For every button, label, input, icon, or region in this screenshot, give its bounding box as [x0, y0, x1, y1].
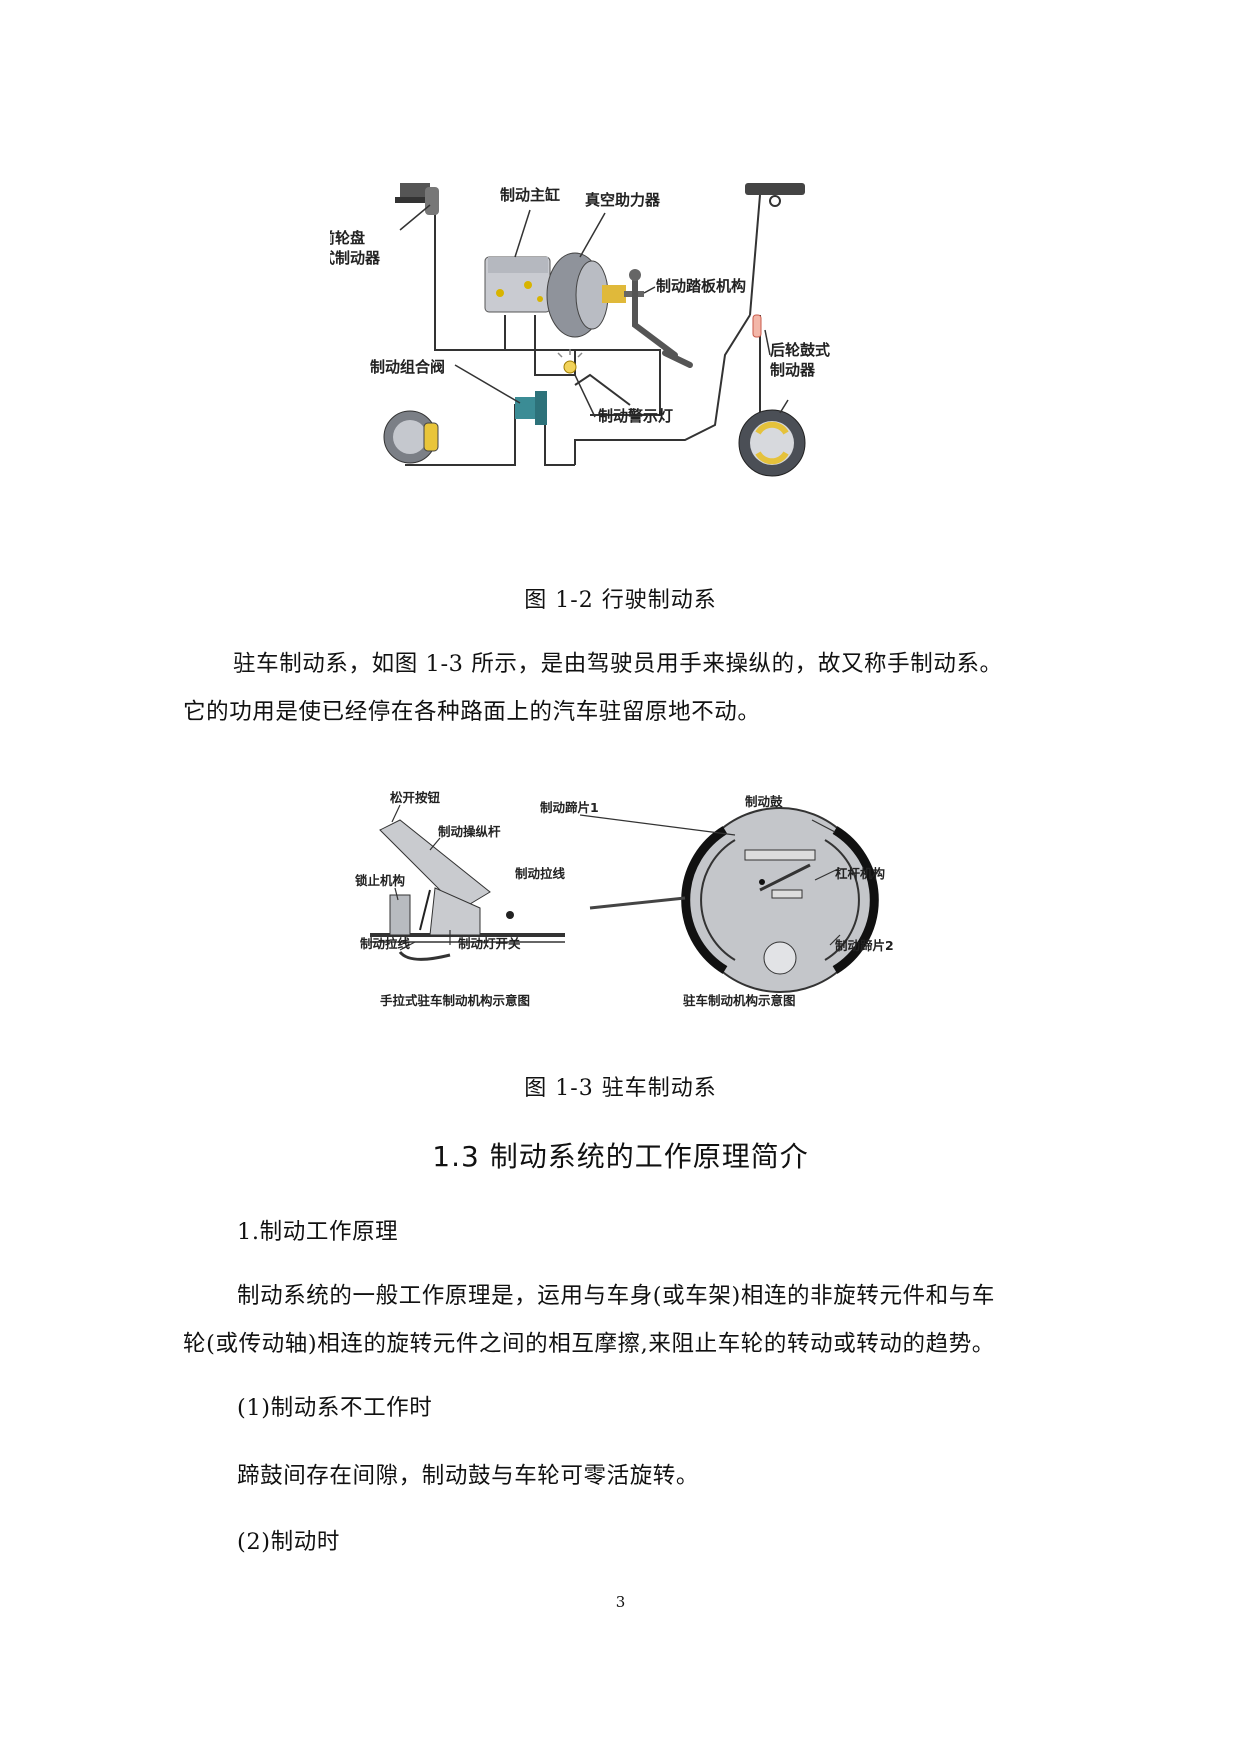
hand-lever-diagram [370, 819, 565, 961]
front-disc-brake-top [395, 183, 439, 215]
page-number: 3 [615, 1593, 626, 1611]
rear-brake-top-mount [745, 183, 805, 207]
combination-valve [515, 391, 547, 425]
master-cylinder [484, 256, 551, 313]
label-combination-valve: 制动组合阀 [370, 358, 445, 376]
label-control-lever: 制动操纵杆 [438, 824, 501, 839]
paragraph-principle-line1: 制动系统的一般工作原理是，运用与车身(或车架)相连的非旋转元件和与车 [237, 1283, 995, 1309]
brake-pedal [632, 272, 693, 368]
label-rear-drum-brake-2: 制动器 [770, 361, 816, 379]
front-disc-brake-wheel [383, 410, 439, 464]
label-master-cylinder: 制动主缸 [500, 186, 560, 204]
figure2-caption: 图 1-3 驻车制动系 [524, 1076, 717, 1101]
parking-drum-diagram [589, 807, 879, 993]
item-not-braking: (1)制动系不工作时 [237, 1395, 433, 1421]
subheading-principle: 1.制动工作原理 [237, 1219, 399, 1245]
label-shoe1: 制动蹄片1 [540, 800, 599, 815]
warning-lamp [557, 349, 583, 374]
label-left-diagram-title: 手拉式驻车制动机构示意图 [380, 993, 530, 1008]
rear-drum-brake-wheel [738, 409, 806, 477]
paragraph-parking-brake-line2: 它的功用是使已经停在各种路面上的汽车驻留原地不动。 [183, 699, 761, 725]
label-release-button: 松开按钮 [390, 790, 441, 805]
item-braking: (2)制动时 [237, 1529, 340, 1555]
label-right-diagram-title: 驻车制动机构示意图 [683, 993, 796, 1008]
paragraph-clearance: 蹄鼓间存在间隙，制动鼓与车轮可零活旋转。 [237, 1463, 700, 1489]
paragraph-principle-line2: 轮(或传动轴)相连的旋转元件之间的相互摩擦,来阻止车轮的转动或转动的趋势。 [183, 1331, 995, 1357]
label-shoe2: 制动蹄片2 [835, 938, 894, 953]
label-brake-light-switch: 制动灯开关 [458, 936, 521, 951]
figure1-caption: 图 1-2 行驶制动系 [524, 588, 717, 613]
figure-parking-brake-diagram: 松开按钮 制动操纵杆 锁止机构 制动拉线 制动灯开关 手拉式驻车制动机构示意图 … [355, 790, 894, 1008]
label-cable-left: 制动拉线 [360, 936, 411, 951]
label-rear-drum-brake-1: 后轮鼓式 [770, 341, 830, 359]
label-front-disc-brake-1: 前轮盘 [330, 229, 365, 247]
label-vacuum-booster: 真空助力器 [585, 191, 661, 209]
label-lock-mechanism: 锁止机构 [355, 873, 405, 888]
label-brake-drum: 制动鼓 [745, 794, 783, 809]
label-warning-lamp: 制动警示灯 [598, 407, 673, 425]
section-heading: 1.3 制动系统的工作原理简介 [432, 1140, 809, 1173]
paragraph-parking-brake-line1: 驻车制动系，如图 1-3 所示，是由驾驶员用手来操纵的，故又称手制动系。 [233, 651, 1003, 677]
label-brake-pedal: 制动踏板机构 [656, 277, 746, 295]
label-lever-mechanism: 杠杆机构 [835, 866, 885, 881]
label-cable-right: 制动拉线 [515, 866, 566, 881]
vacuum-booster [546, 252, 644, 338]
